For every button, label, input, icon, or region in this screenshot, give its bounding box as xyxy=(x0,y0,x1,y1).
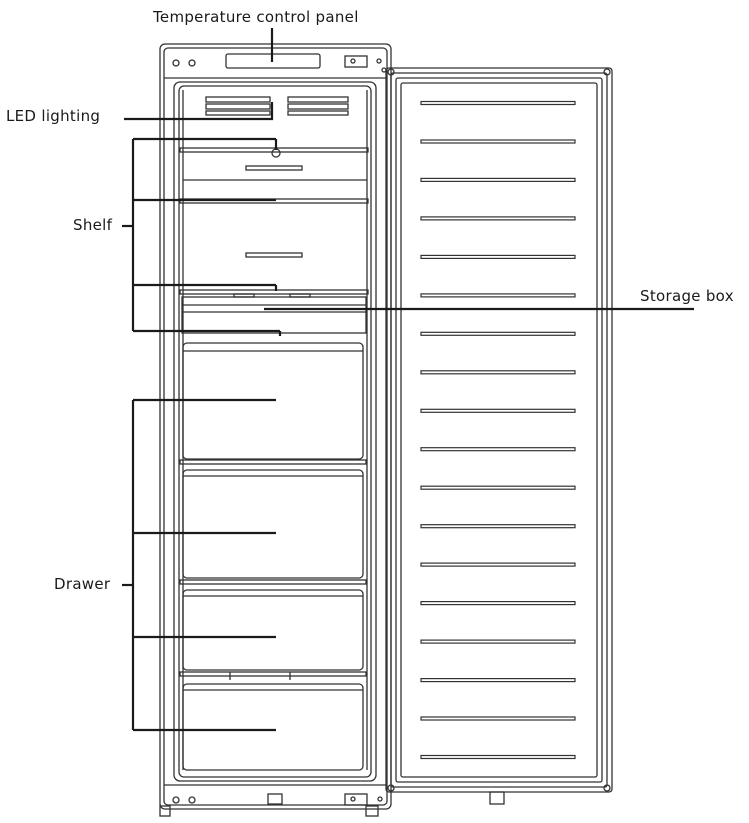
door-rack xyxy=(420,100,576,106)
door xyxy=(385,67,613,793)
drawer-2 xyxy=(179,469,367,585)
door-rack xyxy=(420,716,576,721)
shelf-2 xyxy=(179,198,369,258)
label-storage-box: Storage box xyxy=(640,287,734,305)
bottom-fittings xyxy=(159,791,505,817)
door-rack xyxy=(420,639,576,644)
label-temperature-control-panel: Temperature control panel xyxy=(153,8,359,26)
door-rack xyxy=(420,216,576,221)
label-led-lighting: LED lighting xyxy=(6,107,101,125)
leader-lines xyxy=(122,28,694,732)
label-drawer: Drawer xyxy=(54,575,111,593)
label-shelf: Shelf xyxy=(73,216,113,234)
door-rack xyxy=(420,754,576,760)
door-rack xyxy=(420,177,576,182)
drawer-4 xyxy=(182,683,364,771)
door-rack xyxy=(420,524,576,529)
door-rack xyxy=(420,370,576,375)
cabinet-body xyxy=(159,43,392,810)
leader-drawer xyxy=(122,398,276,732)
door-rack xyxy=(420,447,576,452)
door-rack xyxy=(420,139,576,144)
drawer-1 xyxy=(179,342,367,465)
door-rack xyxy=(420,600,576,606)
door-rack xyxy=(420,677,576,683)
drawer-3 xyxy=(179,589,367,680)
leader-shelf xyxy=(122,137,282,336)
door-rack xyxy=(420,408,576,413)
storage-box xyxy=(181,296,367,334)
shelf-1 xyxy=(179,147,369,181)
door-rack xyxy=(420,331,576,336)
door-racks xyxy=(420,100,576,760)
door-rack xyxy=(420,485,576,490)
top-fittings xyxy=(172,55,387,73)
leader-led-lighting xyxy=(124,102,274,121)
door-rack xyxy=(420,562,576,567)
led-lighting xyxy=(205,96,349,116)
door-rack xyxy=(420,254,576,259)
door-rack xyxy=(420,293,576,298)
shelf-3 xyxy=(179,289,369,298)
